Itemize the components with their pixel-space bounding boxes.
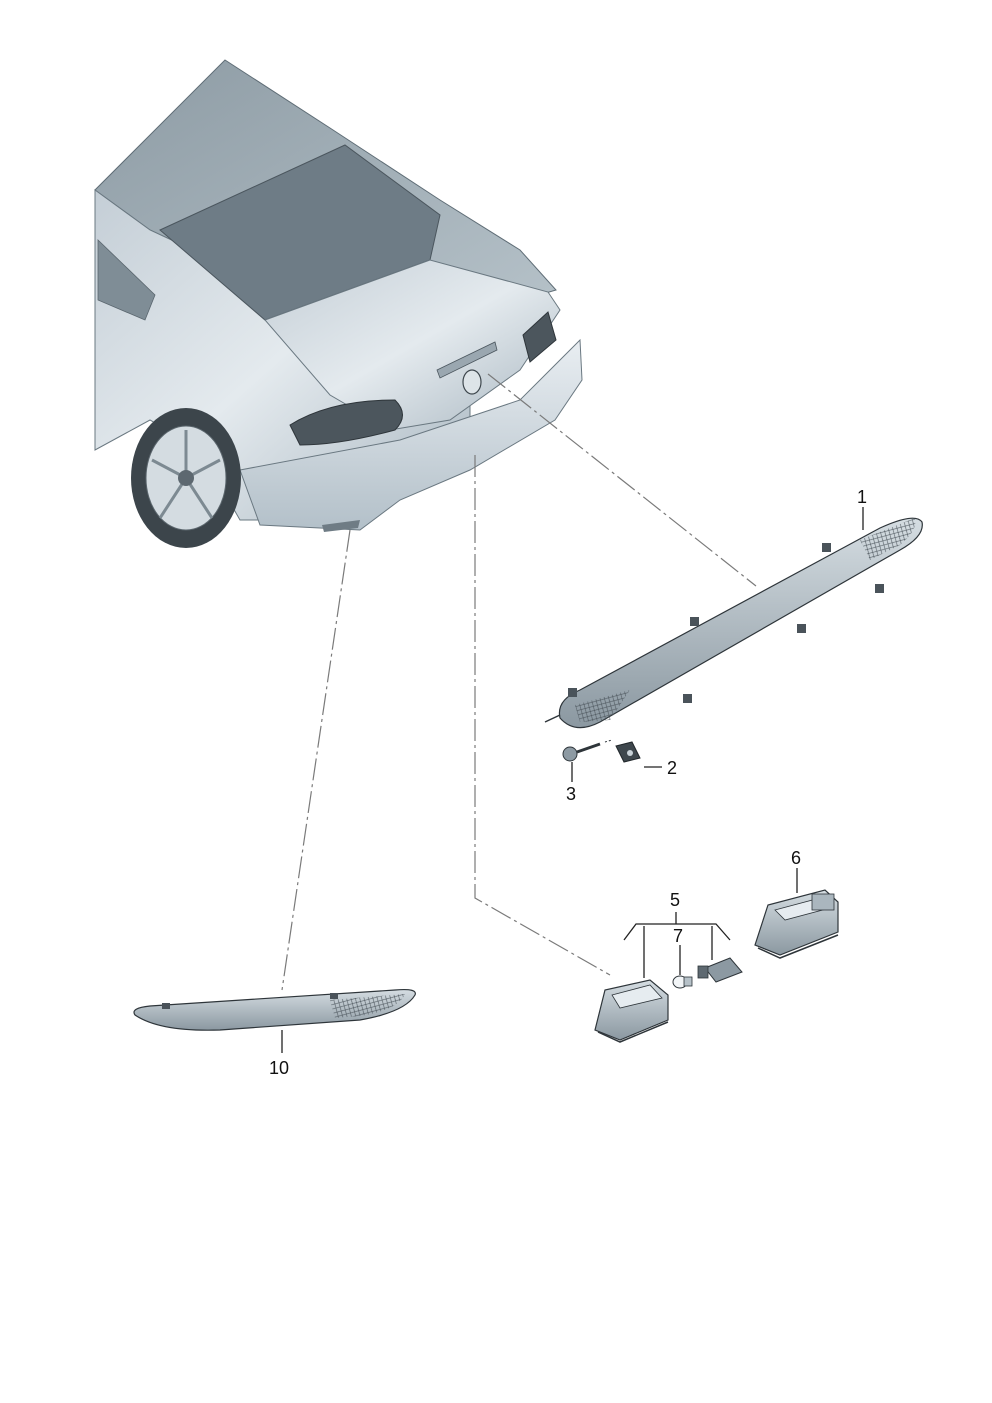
- car-emblem: [462, 369, 482, 395]
- car-bumper-reflector: [322, 520, 360, 532]
- callout-7: 7: [673, 926, 683, 946]
- part-1-mesh-right: [860, 518, 916, 560]
- leader-lines: [281, 507, 864, 1053]
- part-1-mesh-left: [575, 690, 630, 722]
- part-1-clips: [568, 543, 884, 703]
- part-1-wire: [544, 714, 561, 723]
- part-5-bulb-socket: [697, 957, 743, 983]
- callout-2: 2: [667, 758, 677, 778]
- callout-3: 3: [566, 784, 576, 804]
- car-hub: [178, 470, 194, 486]
- car-third-brake-light: [436, 341, 498, 379]
- callout-numbers: 1 2 3 5 6 7 10: [269, 487, 867, 1078]
- car-rear-illustration: [94, 59, 583, 548]
- car-side-window: [97, 239, 156, 321]
- callout-6: 6: [791, 848, 801, 868]
- part-1-brake-light: [544, 517, 923, 729]
- car-rear-window: [159, 144, 441, 321]
- ref-line-license-light: [474, 455, 611, 976]
- reference-lines: [281, 373, 757, 991]
- callout-1: 1: [857, 487, 867, 507]
- ref-line-brake-light: [487, 373, 757, 587]
- car-tail-light-right: [522, 311, 557, 363]
- part-2-clip: [615, 741, 641, 763]
- car-tail-light-left: [289, 399, 403, 446]
- part-6-license-light: [754, 889, 839, 959]
- callout-5: 5: [670, 890, 680, 910]
- callout-10: 10: [269, 1058, 289, 1078]
- part-7-bulb: [672, 975, 693, 989]
- part-5-license-light: [594, 979, 669, 1043]
- part-3-screw: [562, 739, 613, 762]
- part-10-reflector: [133, 988, 416, 1031]
- ref-line-reflector: [281, 529, 351, 991]
- leader-5-bracket: [623, 912, 731, 941]
